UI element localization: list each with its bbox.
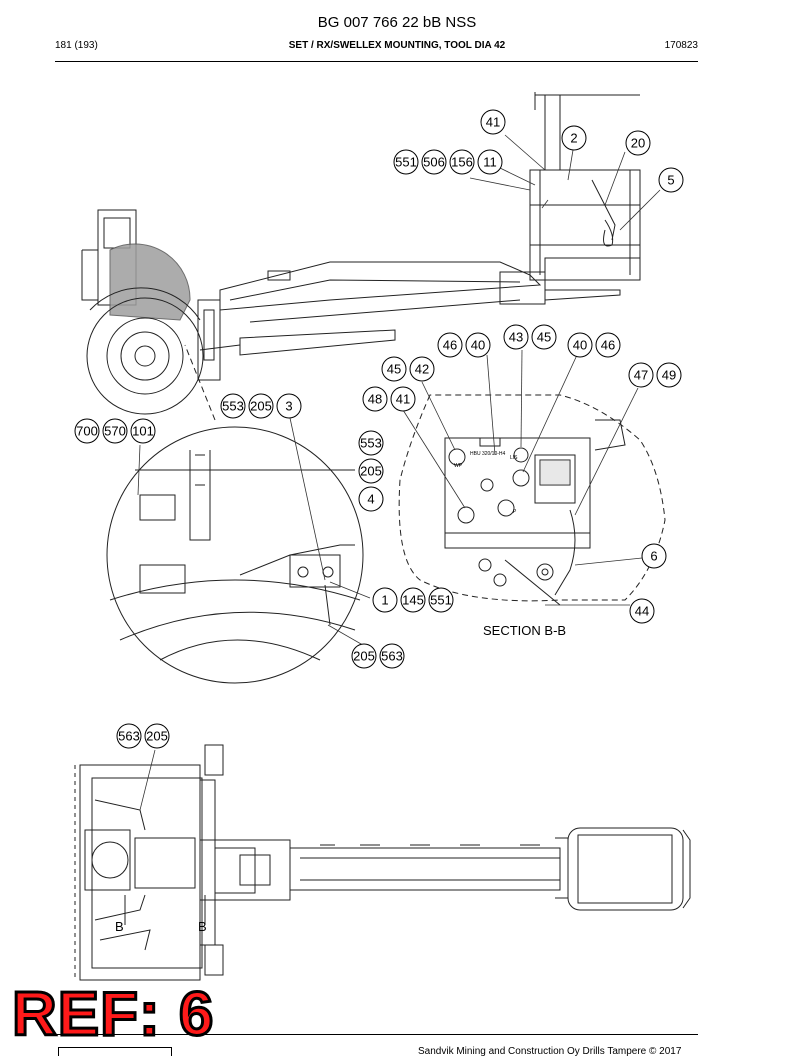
callout-bubble: 41 <box>480 109 506 135</box>
callout-bubble: 45 <box>381 356 407 382</box>
svg-text:40: 40 <box>573 338 587 353</box>
svg-text:45: 45 <box>537 330 551 345</box>
callout-bubble: 205 <box>144 723 170 749</box>
header-rule <box>55 61 698 62</box>
callout-bubble: 563 <box>379 643 405 669</box>
callout-bubble: 156 <box>449 149 475 175</box>
svg-text:46: 46 <box>443 338 457 353</box>
callout-bubble: 41 <box>390 386 416 412</box>
svg-text:101: 101 <box>132 424 154 439</box>
callout-bubble: 40 <box>465 332 491 358</box>
callout-bubble: 49 <box>656 362 682 388</box>
ref-stamp: REF: 6 <box>10 980 215 1049</box>
callout-bubble: 2 <box>561 125 587 151</box>
detail-view-drawing <box>106 344 364 684</box>
view-mark-b-right: B <box>198 919 207 934</box>
callout-bubble: 205 <box>358 458 384 484</box>
callout-bubble: 20 <box>625 130 651 156</box>
svg-text:156: 156 <box>451 155 473 170</box>
callout-bubble: 3 <box>276 393 302 419</box>
callout-bubble: 6 <box>641 543 667 569</box>
svg-text:551: 551 <box>395 155 417 170</box>
svg-text:2: 2 <box>570 131 577 146</box>
document-date: 170823 <box>664 40 698 51</box>
view-mark-b-left: B <box>115 919 124 934</box>
svg-text:49: 49 <box>662 368 676 383</box>
section-view-drawing <box>398 394 666 606</box>
callout-bubble: 570 <box>102 418 128 444</box>
svg-text:5: 5 <box>667 173 674 188</box>
svg-text:3: 3 <box>285 399 292 414</box>
lis-label: LIS <box>510 455 518 461</box>
svg-text:41: 41 <box>486 115 500 130</box>
callout-bubble: 11 <box>477 149 503 175</box>
svg-text:205: 205 <box>353 649 375 664</box>
callout-bubble: 563 <box>116 723 142 749</box>
callout-bubble: 553 <box>220 393 246 419</box>
svg-text:205: 205 <box>360 464 382 479</box>
svg-text:42: 42 <box>415 362 429 377</box>
highlight-zone <box>109 243 191 321</box>
section-label: SECTION B-B <box>483 623 566 638</box>
svg-text:44: 44 <box>635 604 649 619</box>
svg-text:11: 11 <box>483 155 497 170</box>
p-label: P <box>513 509 517 515</box>
svg-text:41: 41 <box>396 392 410 407</box>
callout-bubble: 553 <box>358 430 384 456</box>
svg-text:4: 4 <box>367 492 374 507</box>
svg-text:145: 145 <box>402 593 424 608</box>
svg-text:47: 47 <box>634 368 648 383</box>
leader-lines <box>137 134 661 811</box>
callout-bubble: 43 <box>503 324 529 350</box>
svg-text:551: 551 <box>430 593 452 608</box>
svg-text:563: 563 <box>381 649 403 664</box>
svg-text:43: 43 <box>509 330 523 345</box>
callout-bubble: 551 <box>393 149 419 175</box>
svg-text:45: 45 <box>387 362 401 377</box>
callout-bubble: 45 <box>531 324 557 350</box>
callout-bubble: 42 <box>409 356 435 382</box>
callout-bubble: 46 <box>595 332 621 358</box>
svg-text:553: 553 <box>360 436 382 451</box>
callout-bubble: 44 <box>629 598 655 624</box>
svg-text:40: 40 <box>471 338 485 353</box>
callout-bubble: 47 <box>628 362 654 388</box>
callout-bubble: 4 <box>358 486 384 512</box>
callout-bubble: 48 <box>362 386 388 412</box>
callout-bubble: 700 <box>74 418 100 444</box>
svg-text:6: 6 <box>650 549 657 564</box>
svg-text:563: 563 <box>118 729 140 744</box>
svg-text:553: 553 <box>222 399 244 414</box>
footer-rule <box>55 1034 698 1035</box>
callout-bubble: 205 <box>248 393 274 419</box>
callout-bubble: 101 <box>130 418 156 444</box>
svg-text:700: 700 <box>76 424 98 439</box>
callout-bubble: 46 <box>437 332 463 358</box>
svg-text:205: 205 <box>146 729 168 744</box>
page-number: 181 (193) <box>55 40 98 51</box>
callout-bubble: 506 <box>421 149 447 175</box>
footer-copyright: Sandvik Mining and Construction Oy Drill… <box>418 1046 682 1057</box>
svg-text:570: 570 <box>104 424 126 439</box>
callout-bubble: 5 <box>658 167 684 193</box>
callout-bubble: 205 <box>351 643 377 669</box>
top-view-drawing <box>74 744 691 981</box>
document-number: BG 007 766 22 bB NSS <box>317 14 477 31</box>
svg-text:48: 48 <box>368 392 382 407</box>
hmi-title-label: HBU 320/10-H4 <box>470 451 506 457</box>
wp-label: WP <box>454 463 463 469</box>
svg-text:46: 46 <box>601 338 615 353</box>
callout-bubble: 145 <box>400 587 426 613</box>
page-title: SET / RX/SWELLEX MOUNTING, TOOL DIA 42 <box>288 40 506 51</box>
callout-bubble: 1 <box>372 587 398 613</box>
callout-bubble: 40 <box>567 332 593 358</box>
footer-logo <box>58 1047 172 1056</box>
svg-text:1: 1 <box>381 593 388 608</box>
svg-text:20: 20 <box>631 136 645 151</box>
callout-bubble: 551 <box>428 587 454 613</box>
svg-text:506: 506 <box>423 155 445 170</box>
side-view-drawing <box>81 92 641 415</box>
svg-text:205: 205 <box>250 399 272 414</box>
